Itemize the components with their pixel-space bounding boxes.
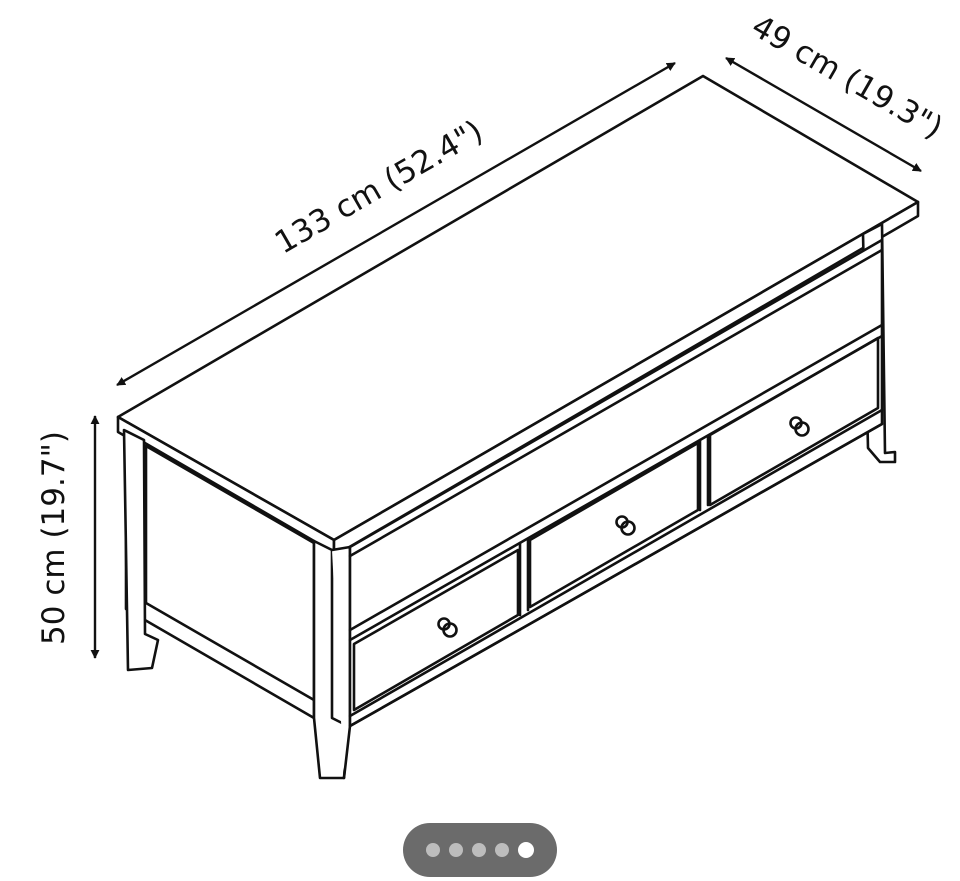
drawer-front-left: [352, 548, 520, 712]
depth-dimension-arrow: [725, 56, 922, 173]
bottom-rail: [348, 408, 884, 728]
drawer-divider-1: [518, 538, 530, 617]
pager-dot-3[interactable]: [472, 843, 486, 857]
pager-dot-2[interactable]: [449, 843, 463, 857]
knob-middle: [615, 515, 636, 536]
front-left-leg: [122, 428, 160, 672]
knob-right: [789, 416, 810, 437]
pager-dot-1[interactable]: [426, 843, 440, 857]
knob-left: [437, 617, 458, 638]
pager-dot-4[interactable]: [495, 843, 509, 857]
shelf-top-line: [348, 248, 884, 558]
width-dimension-arrow: [116, 61, 676, 387]
image-pager: [403, 823, 557, 877]
drawer-front-middle: [528, 441, 700, 609]
coffee-table-drawing: [116, 74, 920, 780]
drawer-front-right: [708, 336, 880, 507]
pager-dot-5[interactable]: [518, 842, 534, 858]
dimension-lines: [90, 56, 922, 659]
height-dimension-label: 50 cm (19.7"): [36, 431, 72, 645]
drawer-divider-2: [698, 434, 710, 512]
